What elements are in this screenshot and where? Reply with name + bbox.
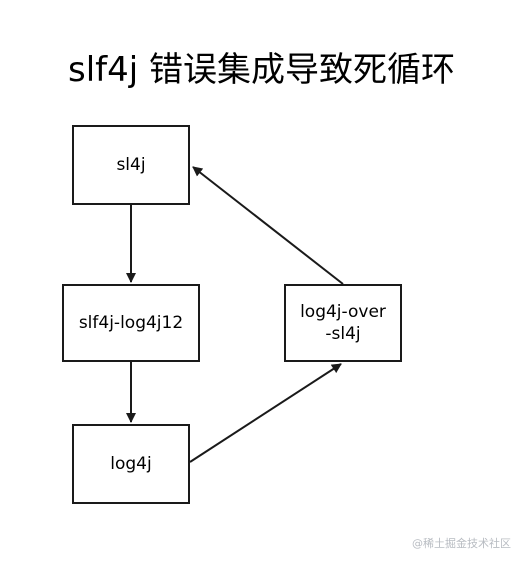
edge-log4j-to-over — [189, 363, 342, 463]
edge-over-to-sl4j — [192, 166, 344, 285]
node-log4j-over-sl4j: log4j-over -sl4j — [284, 284, 402, 362]
node-log4j-over-sl4j-label: log4j-over -sl4j — [300, 302, 386, 344]
node-sl4j: sl4j — [72, 125, 190, 205]
node-log4j-label: log4j — [110, 454, 152, 474]
node-log4j: log4j — [72, 424, 190, 504]
diagram-title: slf4j 错误集成导致死循环 — [67, 50, 455, 90]
node-sl4j-label: sl4j — [116, 155, 146, 175]
node-slf4j-log4j12: slf4j-log4j12 — [62, 284, 200, 362]
node-slf4j-log4j12-label: slf4j-log4j12 — [78, 313, 184, 333]
watermark: @稀土掘金技术社区 — [412, 537, 511, 550]
